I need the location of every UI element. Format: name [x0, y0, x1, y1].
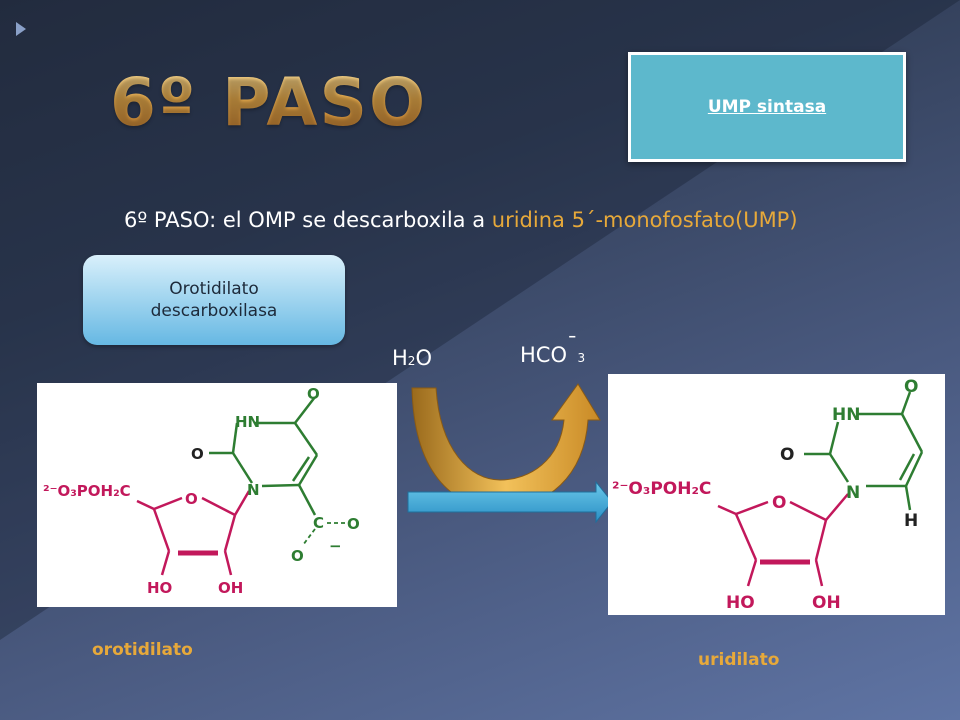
- reactant-carboxyl-o2: O: [291, 547, 304, 565]
- slide-bullet: [16, 22, 26, 36]
- bicarbonate-label: HCO¯3: [520, 333, 586, 367]
- cycle-arrow: [411, 383, 601, 509]
- uridilato-structure: O HN O N O ²⁻O₃POH₂C HO OH H: [608, 374, 945, 615]
- product-h: H: [904, 511, 918, 531]
- product-n: N: [846, 483, 860, 503]
- product-ring-o: O: [772, 493, 786, 513]
- ump-sintasa-box[interactable]: UMP sintasa: [628, 52, 906, 162]
- product-oh: OH: [812, 593, 841, 613]
- enzyme-line1: Orotidilato: [169, 279, 259, 299]
- step-description-text: 6º PASO: el OMP se descarboxila a: [124, 208, 492, 232]
- product-ho: HO: [726, 593, 755, 613]
- reactant-carboxyl-c: C: [313, 514, 324, 532]
- reactant-o-top: O: [307, 385, 320, 403]
- product-hn: HN: [832, 405, 860, 425]
- reactant-carboxyl-o1: O: [347, 515, 360, 533]
- step-description: 6º PASO: el OMP se descarboxila a uridin…: [124, 208, 798, 232]
- reactant-oh: OH: [218, 579, 243, 597]
- step-description-highlight: uridina 5´-monofosfato(UMP): [491, 208, 798, 232]
- reaction-arrows: [407, 383, 613, 524]
- reactant-hn: HN: [235, 413, 260, 431]
- reactant-phosphate: ²⁻O₃POH₂C: [43, 482, 131, 500]
- enzyme-pill: Orotidilato descarboxilasa: [83, 255, 345, 345]
- ump-sintasa-link[interactable]: UMP sintasa: [707, 97, 827, 117]
- orotidilato-structure: O HN O N O ²⁻O₃POH₂C HO OH C O O −: [37, 383, 397, 607]
- water-label: H2O: [392, 346, 432, 370]
- product-name: uridilato: [698, 650, 780, 670]
- product-o-top: O: [904, 377, 918, 397]
- main-arrow: [407, 480, 613, 524]
- reactant-name: orotidilato: [92, 640, 193, 660]
- product-o-left: O: [780, 445, 794, 465]
- reactant-ho: HO: [147, 579, 172, 597]
- product-phosphate: ²⁻O₃POH₂C: [612, 479, 711, 499]
- slide-title: 6º PASO: [110, 64, 428, 141]
- reactant-ring-o: O: [185, 490, 198, 508]
- reactant-minus: −: [329, 537, 342, 555]
- enzyme-line2: descarboxilasa: [150, 301, 278, 321]
- reactant-o-left: O: [191, 445, 204, 463]
- reactant-n: N: [247, 481, 260, 499]
